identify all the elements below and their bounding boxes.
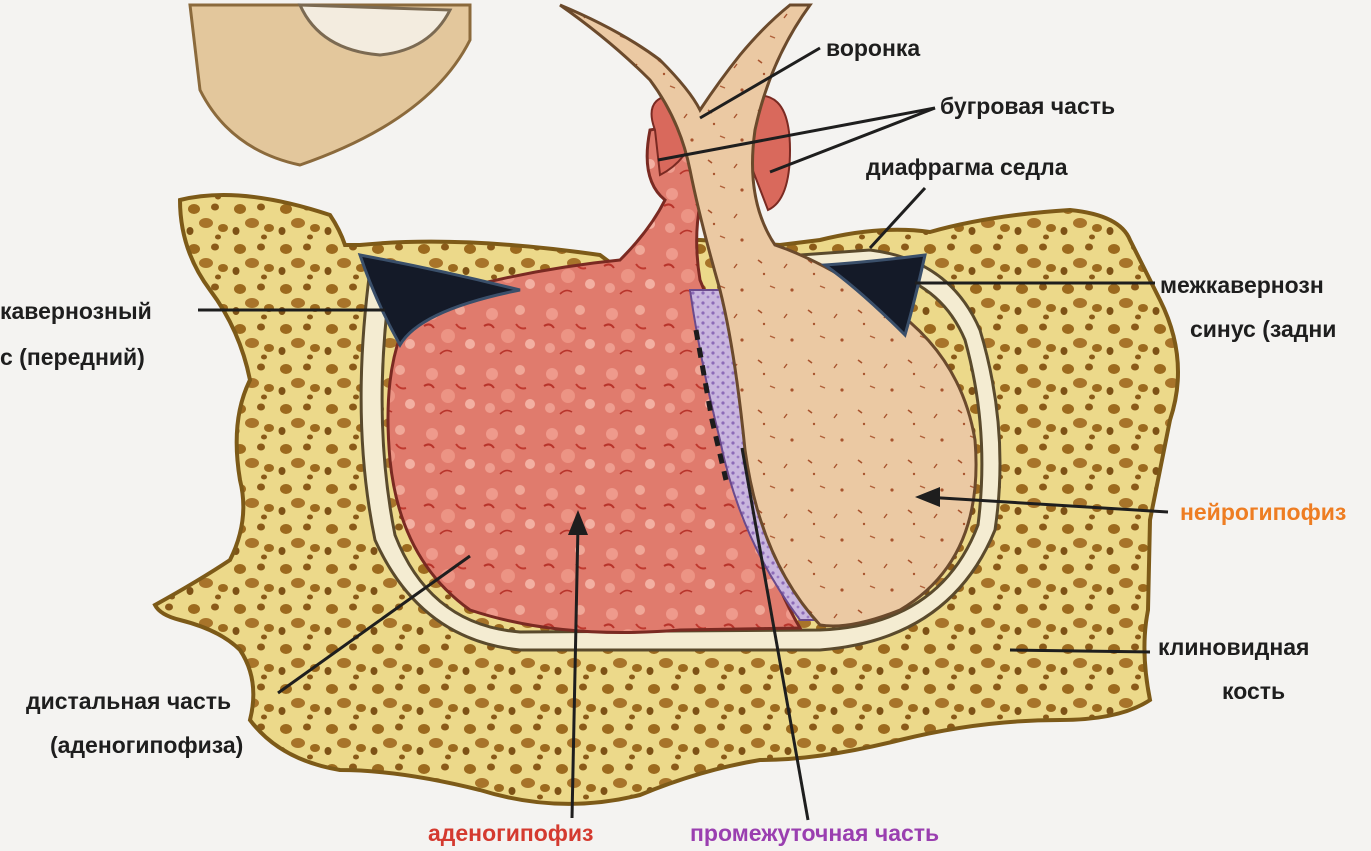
label-distal-2: (аденогипофиза): [50, 730, 243, 760]
leader-klin: [1010, 650, 1150, 652]
label-intermediate-part: промежуточная часть: [690, 818, 939, 848]
label-voronka: воронка: [826, 33, 920, 63]
upper-bone-fragment: [190, 5, 470, 165]
label-sinus-posterior-1: межкавернозн: [1160, 270, 1324, 300]
label-sinus-posterior-2: синус (задни: [1190, 314, 1336, 344]
label-sinus-anterior-2: с (передний): [0, 342, 145, 372]
label-distal-1: дистальная часть: [26, 686, 231, 716]
label-bugrovaya: бугровая часть: [940, 91, 1115, 121]
label-adenohypophysis: аденогипофиз: [428, 818, 593, 848]
label-neurohypophysis: нейрогипофиз: [1180, 497, 1346, 527]
label-diafragma: диафрагма седла: [866, 152, 1068, 182]
label-sphenoid-1: клиновидная: [1158, 632, 1309, 662]
label-sphenoid-2: кость: [1222, 676, 1285, 706]
label-sinus-anterior-1: кавернозный: [0, 296, 152, 326]
